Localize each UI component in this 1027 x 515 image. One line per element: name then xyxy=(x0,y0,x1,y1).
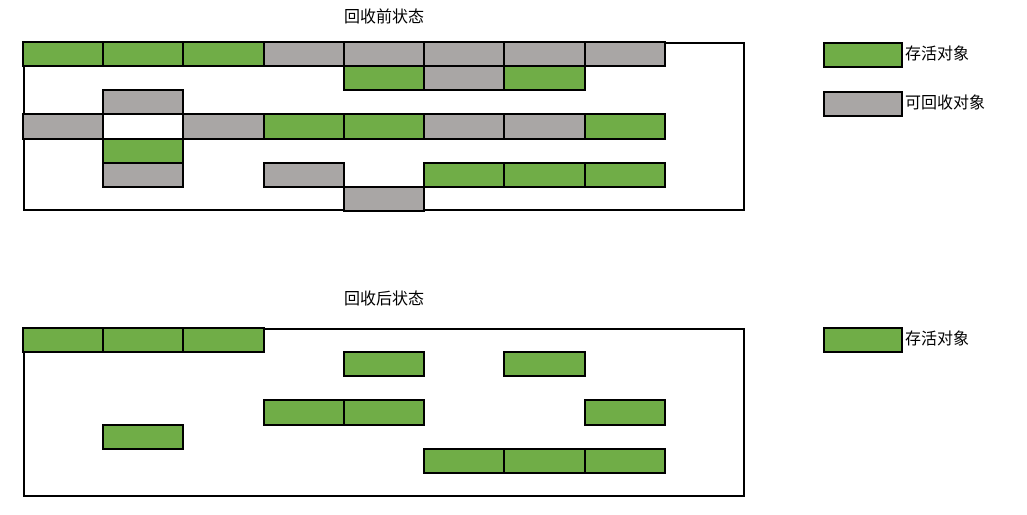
live-object-block xyxy=(342,113,426,140)
legend-item-live-before: 存活对象 xyxy=(823,42,969,68)
legend-label-live-before: 存活对象 xyxy=(905,46,970,63)
live-object-block xyxy=(102,137,185,164)
live-object-swatch-icon xyxy=(823,42,903,68)
reclaimable-object-block xyxy=(503,41,586,68)
live-object-block xyxy=(583,447,666,474)
reclaimable-object-swatch-icon xyxy=(823,91,903,117)
reclaimable-object-block xyxy=(262,41,345,68)
reclaimable-object-block xyxy=(423,41,506,68)
legend-item-live-after: 存活对象 xyxy=(823,327,969,353)
live-object-block xyxy=(262,113,345,140)
live-object-block xyxy=(22,327,105,354)
reclaimable-object-block xyxy=(102,161,185,188)
before-collection-title: 回收前状态 xyxy=(343,9,424,26)
live-object-block xyxy=(423,161,506,188)
live-object-block xyxy=(423,447,506,474)
reclaimable-object-block xyxy=(102,89,185,116)
after-collection-title: 回收后状态 xyxy=(343,291,424,308)
live-object-block xyxy=(102,423,185,450)
live-object-block xyxy=(262,399,345,426)
live-object-block xyxy=(583,399,666,426)
reclaimable-object-block xyxy=(342,41,426,68)
after-collection-heap-box xyxy=(22,327,745,497)
reclaimable-object-block xyxy=(503,113,586,140)
reclaimable-object-block xyxy=(423,113,506,140)
live-object-block xyxy=(22,41,105,68)
reclaimable-object-block xyxy=(423,65,506,92)
live-object-block xyxy=(342,399,426,426)
before-collection-heap-box xyxy=(22,41,745,212)
live-object-block xyxy=(503,351,586,378)
live-object-block xyxy=(342,65,426,92)
live-object-block xyxy=(182,327,265,354)
reclaimable-object-block xyxy=(22,113,105,140)
live-object-block xyxy=(182,41,265,68)
live-object-block xyxy=(342,351,426,378)
live-object-block xyxy=(503,65,586,92)
reclaimable-object-block xyxy=(262,161,345,188)
live-object-block xyxy=(583,113,666,140)
reclaimable-object-block xyxy=(342,185,426,212)
live-object-block xyxy=(503,447,586,474)
reclaimable-object-block xyxy=(583,41,666,68)
live-object-swatch-icon xyxy=(823,327,903,353)
live-object-block xyxy=(102,41,185,68)
reclaimable-object-block xyxy=(182,113,265,140)
legend-label-live-after: 存活对象 xyxy=(905,331,970,348)
legend-label-reclaimable-before: 可回收对象 xyxy=(905,95,986,112)
legend-item-reclaimable-before: 可回收对象 xyxy=(823,91,985,117)
live-object-block xyxy=(102,327,185,354)
live-object-block xyxy=(583,161,666,188)
live-object-block xyxy=(503,161,586,188)
